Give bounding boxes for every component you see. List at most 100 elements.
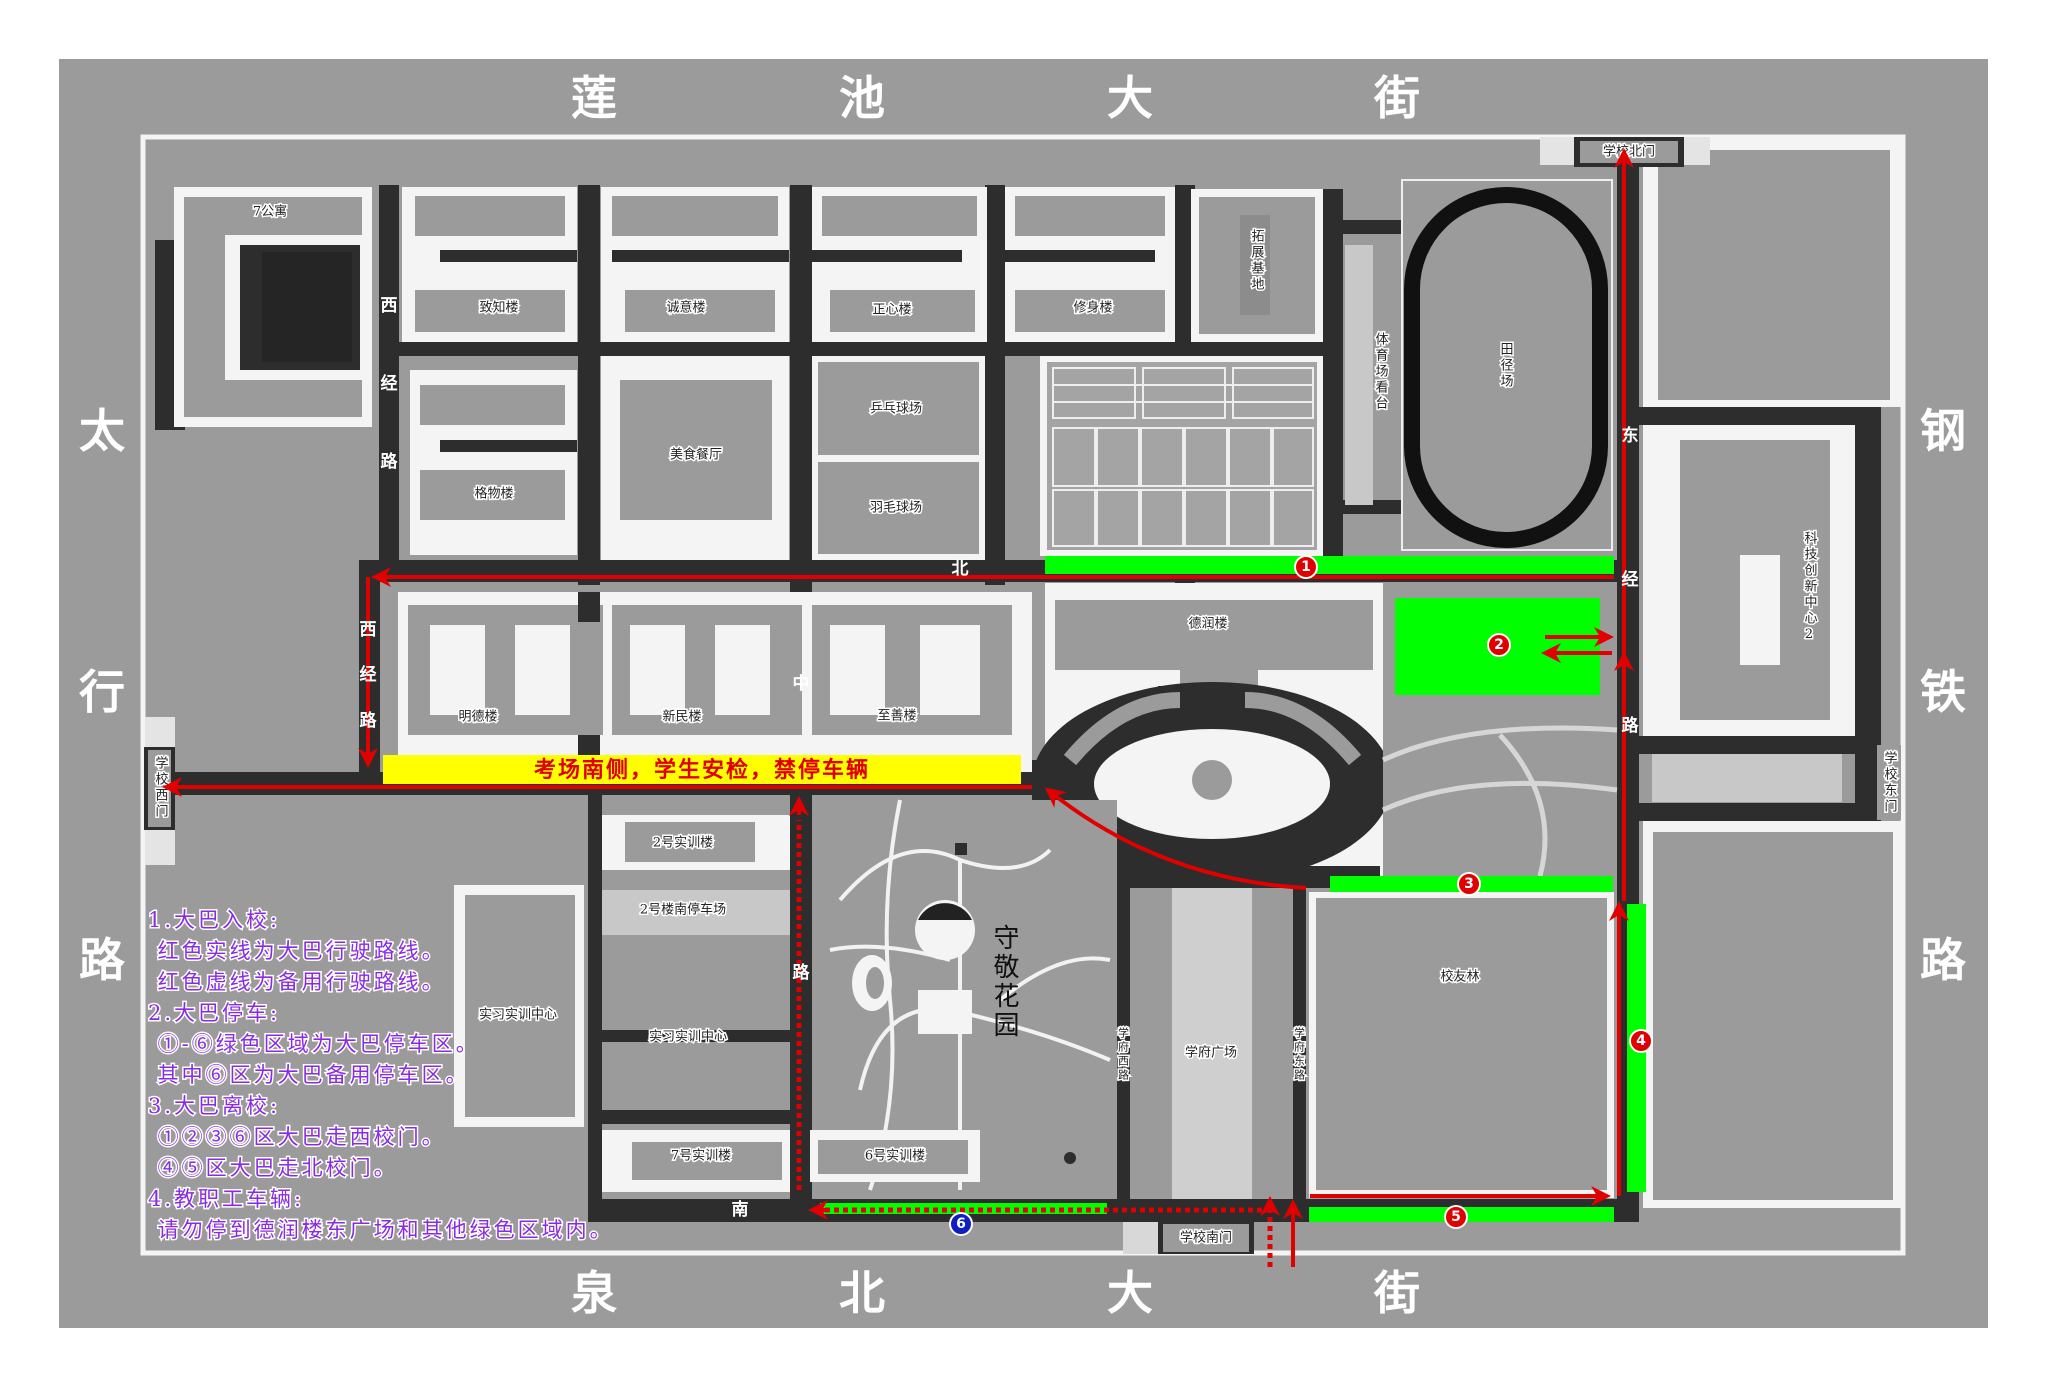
building-label: 正心楼 (872, 303, 911, 318)
zone-markers: 1 2 3 4 5 6 (949, 555, 1653, 1236)
building-label: 羽毛球场 (870, 501, 922, 516)
road-label: 南 (732, 1199, 749, 1220)
building-label: 6号实训楼 (865, 1149, 925, 1164)
zone-marker-1: 1 (1294, 555, 1318, 579)
road-label: 西 (360, 620, 377, 640)
west-gate[interactable]: 学校西门 (144, 717, 175, 865)
road-label: 西 (381, 296, 398, 316)
building-label: 新民楼 (662, 709, 701, 725)
svg-text:4: 4 (1636, 1033, 1646, 1049)
parking-zone-1 (1045, 556, 1614, 574)
xuefu-square-area (1130, 888, 1614, 1199)
bus-routes-backup (796, 820, 1273, 1267)
road-label: 经 (360, 664, 377, 685)
bus-routes-solid (162, 148, 1634, 1267)
south-street-char: 北 (839, 1266, 885, 1320)
building-label: 7公寓 (253, 204, 287, 220)
east-buildings (1643, 137, 1903, 1208)
building-label: 田径场 (1498, 342, 1514, 390)
building-label: 拓展基地 (1249, 229, 1265, 293)
legend-line: 红色虚线为备用行驶路线。 (148, 970, 446, 994)
road-label-xuefu-east: 学府东路 (1293, 1026, 1306, 1083)
road-label: 经 (1622, 569, 1639, 590)
building-label: 修身楼 (1073, 300, 1112, 316)
zone-marker-2: 2 (1487, 633, 1511, 657)
road-label: 东 (1622, 425, 1639, 446)
legend-line: ④⑤区大巴走北校门。 (148, 1156, 398, 1180)
legend-line: 1.大巴入校: (148, 908, 280, 932)
parking-zones (820, 556, 1646, 1222)
campus-boundary (140, 134, 1906, 1256)
legend-line: ①-⑥绿色区域为大巴停车区。 (148, 1032, 480, 1056)
building-label: 格物楼 (474, 486, 513, 502)
svg-text:3: 3 (1464, 876, 1474, 892)
shoujing-garden-area (810, 799, 1117, 1195)
building-label: 实习实训中心 (479, 1008, 557, 1023)
south-gate[interactable]: 学校南门 (1123, 1222, 1254, 1254)
svg-text:1: 1 (1301, 559, 1311, 575)
west-gate-label: 学校西门 (153, 755, 169, 820)
west-street-char: 太 (79, 404, 125, 458)
north-street-char: 莲 (571, 71, 617, 125)
east-gate-label: 学校东门 (1882, 750, 1898, 815)
road-label: 路 (360, 710, 378, 731)
south-street-char: 大 (1107, 1266, 1153, 1320)
building-label: 2号楼南停车场 (640, 902, 726, 918)
building-labels: 7公寓 致知楼 诚意楼 正心楼 修身楼 格物楼 美食餐厅 乒乓球场 羽毛球场 拓… (251, 202, 1818, 1165)
road-labels: 西 经 路 西 经 路 北 中 路 南 东 经 路 学府西路 学府东路 (360, 296, 1640, 1220)
legend-line: 3.大巴离校: (148, 1094, 280, 1118)
north-gate-label: 学校北门 (1603, 144, 1655, 160)
east-street-char: 铁 (1920, 665, 1966, 719)
legend-line: ①②③⑥区大巴走西校门。 (148, 1125, 446, 1149)
east-street-char: 路 (1920, 933, 1967, 987)
security-check-banner: 考场南侧，学生安检，禁停车辆 (383, 755, 1021, 784)
building-label: 实习实训中心 (649, 1030, 727, 1045)
south-west-buildings (454, 815, 790, 1192)
building-label: 明德楼 (458, 710, 497, 725)
north-street-char: 街 (1373, 71, 1420, 125)
svg-text:2: 2 (1494, 637, 1504, 653)
building-label: 体育场看台 (1373, 332, 1389, 412)
zone-marker-3: 3 (1457, 872, 1481, 896)
route-zone3-curve (1044, 787, 1307, 890)
road-label: 北 (952, 559, 969, 579)
road-label: 路 (793, 962, 811, 983)
building-label: 学府广场 (1185, 1045, 1237, 1061)
top-row-buildings (402, 187, 1323, 342)
legend-line: 2.大巴停车: (148, 1001, 280, 1025)
legend-line: 红色实线为大巴行驶路线。 (148, 939, 446, 963)
building-label: 2号实训楼 (653, 836, 713, 851)
road-label: 路 (381, 451, 399, 472)
building-label: 乒乓球场 (870, 402, 922, 417)
apartment-complex (155, 187, 372, 430)
road-label: 路 (1622, 715, 1640, 736)
north-street-char: 大 (1107, 71, 1153, 125)
road-label: 经 (381, 373, 398, 394)
road-label-xuefu-west: 学府西路 (1117, 1026, 1130, 1083)
south-gate-label: 学校南门 (1180, 1230, 1232, 1246)
south-street-char: 街 (1373, 1266, 1420, 1320)
building-label: 校友林 (1440, 969, 1479, 985)
east-gate[interactable]: 学校东门 (1877, 745, 1901, 820)
track-field (1345, 179, 1613, 551)
svg-text:5: 5 (1451, 1209, 1461, 1225)
legend-line: 其中⑥区为大巴备用停车区。 (148, 1063, 470, 1087)
banner-text: 考场南侧，学生安检，禁停车辆 (534, 757, 870, 783)
zone-marker-4: 4 (1629, 1029, 1653, 1053)
road-label: 中 (793, 673, 810, 694)
building-label: 诚意楼 (666, 300, 705, 316)
building-label: 美食餐厅 (670, 447, 722, 463)
legend-line: 请勿停到德润楼东广场和其他绿色区域内。 (148, 1218, 614, 1242)
west-street-char: 行 (79, 665, 125, 719)
second-row-buildings (410, 356, 1323, 560)
building-label: 科技创新中心2 (1802, 531, 1818, 645)
building-label: 7号实训楼 (671, 1149, 731, 1164)
zone-marker-5: 5 (1444, 1205, 1468, 1229)
legend: 1.大巴入校: 红色实线为大巴行驶路线。 红色虚线为备用行驶路线。 2.大巴停车… (147, 907, 614, 1244)
north-street-char: 池 (839, 71, 885, 125)
legend-line: 4.教职工车辆: (148, 1187, 304, 1211)
building-label: 致知楼 (479, 300, 518, 316)
east-street-char: 钢 (1920, 404, 1966, 458)
west-street-char: 路 (79, 933, 126, 987)
